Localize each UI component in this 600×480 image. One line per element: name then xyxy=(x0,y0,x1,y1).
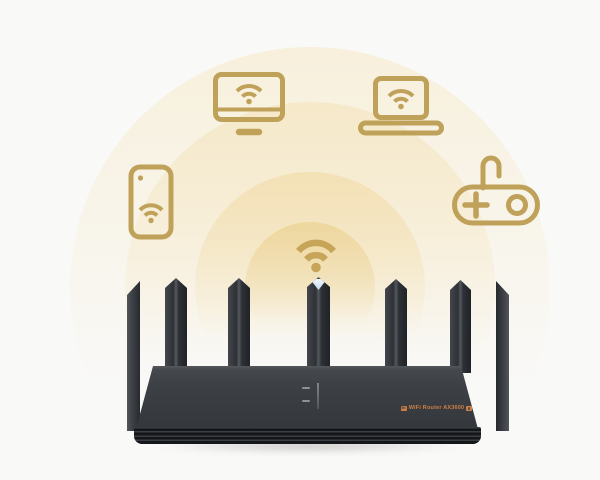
router-body xyxy=(136,366,478,429)
mi-logo: Mi xyxy=(400,406,407,412)
router-model-text: WiFi Router AX3600 xyxy=(408,405,465,411)
tv-wifi-icon xyxy=(213,72,285,138)
game-controller-icon xyxy=(452,148,540,226)
router-antenna-6 xyxy=(450,280,471,373)
router-antenna-aiot xyxy=(307,277,330,373)
router-antenna-2 xyxy=(165,278,187,373)
laptop-wifi-icon xyxy=(358,76,444,136)
wifi6-badge: 6 xyxy=(466,406,472,412)
router-antenna-left-outer xyxy=(127,281,140,431)
aiot-antenna-indicator xyxy=(310,279,327,290)
smartphone-wifi-icon xyxy=(128,164,174,240)
router-led-dash-1 xyxy=(302,387,310,389)
router-antenna-right-outer xyxy=(496,281,509,431)
router-antenna-3 xyxy=(228,278,250,373)
router-led-divider xyxy=(317,383,319,409)
router-label: Mi WiFi Router AX3600 6 xyxy=(296,405,472,412)
router-vents xyxy=(134,427,481,444)
wifi-signal-icon xyxy=(293,231,339,273)
router-led-dash-2 xyxy=(302,400,310,402)
router-antenna-5 xyxy=(385,279,407,373)
